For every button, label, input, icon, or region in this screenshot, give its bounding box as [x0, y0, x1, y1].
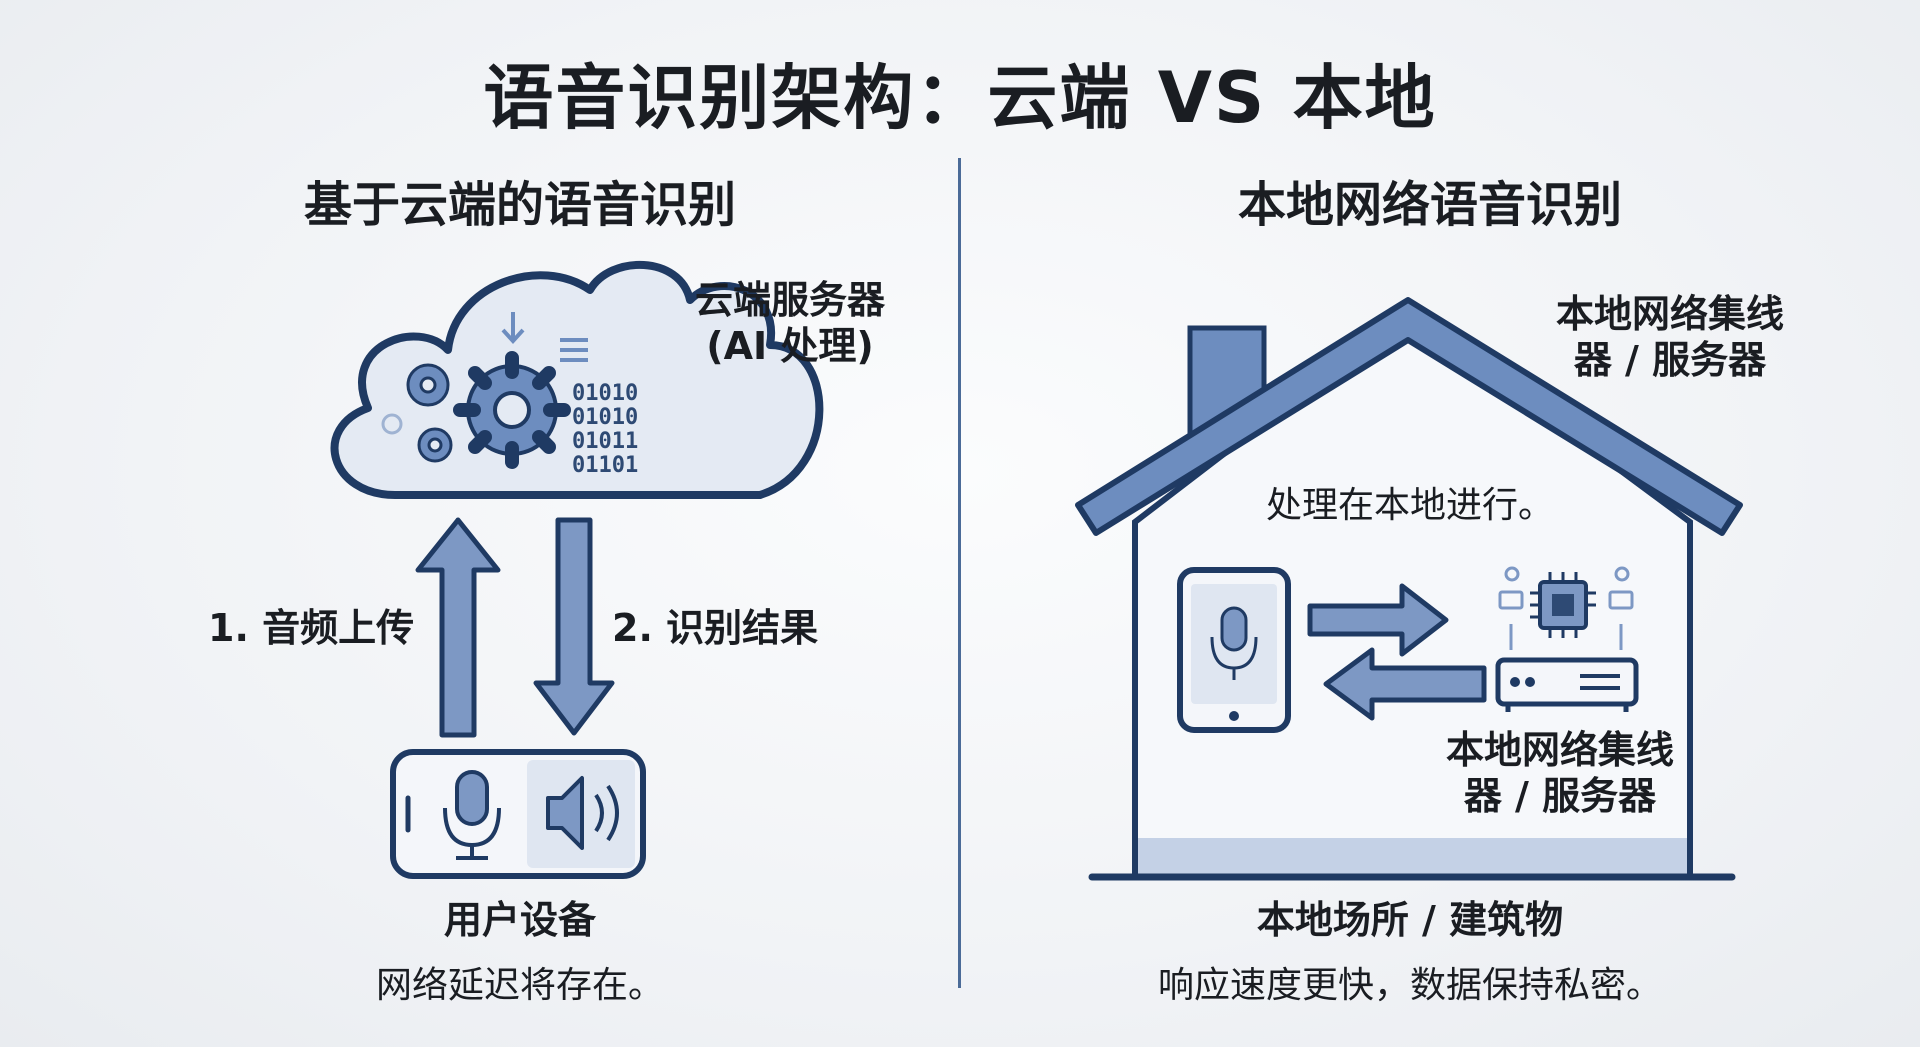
svg-text:01011: 01011: [572, 429, 638, 454]
user-device-label: 用户设备: [443, 898, 596, 942]
section-divider: [958, 158, 961, 988]
local-section-heading: 本地网络语音识别: [1237, 177, 1622, 233]
arrow-right-icon: [1307, 583, 1449, 657]
microphone-icon: [443, 770, 501, 860]
page-title: 语音识别架构：云端 VS 本地: [483, 57, 1437, 139]
result-arrow: [533, 517, 615, 736]
sun-icon: [381, 413, 403, 435]
phone-microphone-icon: [1210, 606, 1258, 680]
binary-data: 01010 01010 01011 01101: [572, 381, 638, 478]
local-processing-note: 处理在本地进行。: [1265, 485, 1554, 526]
folder-gear-icons: [1498, 566, 1634, 650]
network-hub-icon: [1495, 657, 1639, 712]
privacy-note: 响应速度更快，数据保持私密。: [1157, 965, 1662, 1006]
download-icon: [501, 312, 588, 362]
upload-arrow: [415, 517, 501, 738]
svg-text:01010: 01010: [572, 381, 638, 406]
arrow-left-icon: [1323, 647, 1487, 721]
svg-text:01010: 01010: [572, 405, 638, 430]
user-device: [390, 749, 646, 879]
chip-icon: [1530, 572, 1596, 638]
gear-icon-large: [453, 351, 571, 469]
local-hub-label-top: 本地网络集线 器 / 服务器: [1555, 292, 1784, 382]
speaker-icon: [546, 776, 619, 850]
local-hub-label-inner: 本地网络集线 器 / 服务器: [1445, 728, 1674, 818]
result-label: 2. 识别结果: [612, 606, 819, 650]
local-venue-label: 本地场所 / 建筑物: [1256, 898, 1564, 942]
cloud-section-heading: 基于云端的语音识别: [303, 177, 736, 233]
cloud-server-label: 云端服务器 (AI 处理): [694, 278, 885, 368]
gear-icon-small: [406, 363, 453, 463]
latency-note: 网络延迟将存在。: [375, 965, 664, 1006]
cloud-icon: [330, 260, 824, 499]
upload-label: 1. 音频上传: [208, 606, 415, 650]
svg-text:01101: 01101: [572, 453, 638, 478]
